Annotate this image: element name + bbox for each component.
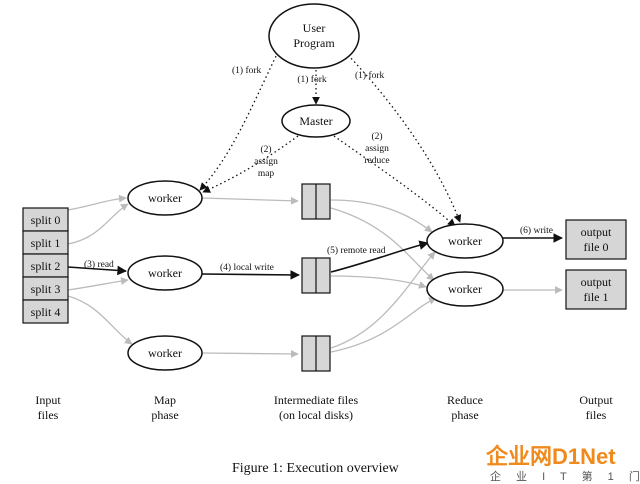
fork-label-left: (1) fork xyxy=(232,65,262,76)
file1-to-reduce1-edge xyxy=(330,207,435,281)
user-program-label-line1: User xyxy=(303,21,326,35)
output-file-1-box xyxy=(565,269,627,310)
phase-output-line1: Output xyxy=(579,393,613,407)
split-box-4 xyxy=(22,299,69,324)
split1-to-worker-edge xyxy=(67,203,129,245)
watermark-tagline: 企 业 I T 第 1 门 户 xyxy=(490,469,640,483)
map-worker-node-2 xyxy=(127,255,203,291)
output-file-0-box xyxy=(565,219,627,260)
file2-to-reduce1-edge xyxy=(330,275,427,289)
assign-map-label-line3: map xyxy=(258,169,275,179)
phase-map-line2: phase xyxy=(151,408,178,422)
split-label-3: split 3 xyxy=(31,282,61,296)
output-file-0-label-line1: output xyxy=(581,225,612,239)
fork-edge-to-reduce-worker xyxy=(347,54,462,223)
master-label: Master xyxy=(299,114,332,128)
split0-to-worker-edge xyxy=(67,194,127,211)
reduce-worker-node-2 xyxy=(426,271,504,307)
phase-intermediate-line2: (on local disks) xyxy=(279,408,353,422)
assign-reduce-label-line1: (2) xyxy=(371,131,382,142)
phase-reduce-line1: Reduce xyxy=(447,393,483,407)
phase-input-line2: files xyxy=(38,408,59,422)
assign-map-label-line1: (2) xyxy=(260,144,271,155)
split-label-2: split 2 xyxy=(31,259,61,273)
assign-map-edge xyxy=(202,135,299,193)
intermediate-file-2 xyxy=(301,257,331,294)
write-label: (6) write xyxy=(520,225,553,236)
split3-to-worker-edge xyxy=(67,277,129,291)
read-label: (3) read xyxy=(84,259,114,270)
input-splits: split 0 split 1 split 2 split 3 split 4 xyxy=(22,207,69,324)
local-write-edge xyxy=(201,270,300,280)
worker1-write-edge xyxy=(201,196,299,205)
map-worker-label-3: worker xyxy=(148,346,182,360)
assign-reduce-label-line3: reduce xyxy=(364,156,389,166)
split-label-0: split 0 xyxy=(31,213,61,227)
d1net-watermark-logo: 企业网D1Net 企 业 I T 第 1 门 户 xyxy=(485,444,640,483)
phase-intermediate-line1: Intermediate files xyxy=(274,393,359,407)
split-label-4: split 4 xyxy=(31,305,61,319)
reduce-worker-label-1: worker xyxy=(448,234,482,248)
file3-to-reduce0-edge xyxy=(330,251,436,349)
output-file-1-label-line1: output xyxy=(581,275,612,289)
map-worker-label-1: worker xyxy=(148,191,182,205)
reduce-worker-label-2: worker xyxy=(448,282,482,296)
fork-edge-to-map-worker xyxy=(199,51,279,191)
fork-label-right: (1) fork xyxy=(355,70,385,81)
reduce-worker-node-1 xyxy=(426,223,504,259)
local-write-label: (4) local write xyxy=(220,262,274,273)
user-program-node xyxy=(268,3,360,69)
assign-reduce-label-line2: assign xyxy=(365,144,389,154)
read-edge xyxy=(67,265,127,276)
file3-to-reduce1-edge xyxy=(330,297,437,353)
map-worker-node-3 xyxy=(127,335,203,371)
output-file-0-label-line2: file 0 xyxy=(584,240,609,254)
map-worker-label-2: worker xyxy=(148,266,182,280)
intermediate-file-1 xyxy=(301,183,331,220)
worker3-write-edge xyxy=(201,350,299,358)
file1-to-reduce0-edge xyxy=(330,199,433,233)
user-program-label-line2: Program xyxy=(293,36,335,50)
fork-label-center: (1) fork xyxy=(297,74,327,85)
master-node xyxy=(281,104,351,138)
figure-caption: Figure 1: Execution overview xyxy=(232,461,400,476)
phase-reduce-line2: phase xyxy=(451,408,478,422)
split-label-1: split 1 xyxy=(31,236,61,250)
intermediate-file-3 xyxy=(301,335,331,372)
assign-reduce-edge xyxy=(333,135,456,227)
split4-to-worker-edge xyxy=(67,295,133,345)
phase-input-line1: Input xyxy=(35,393,61,407)
watermark-brand: 企业网D1Net xyxy=(485,444,616,469)
phase-output-line2: files xyxy=(586,408,607,422)
map-worker-node-1 xyxy=(127,180,203,216)
phase-map-line1: Map xyxy=(154,393,176,407)
remote-read-edge xyxy=(330,240,429,273)
assign-map-label-line2: assign xyxy=(254,157,278,167)
remote-read-label: (5) remote read xyxy=(327,245,386,256)
output-file-1-label-line2: file 1 xyxy=(584,290,609,304)
